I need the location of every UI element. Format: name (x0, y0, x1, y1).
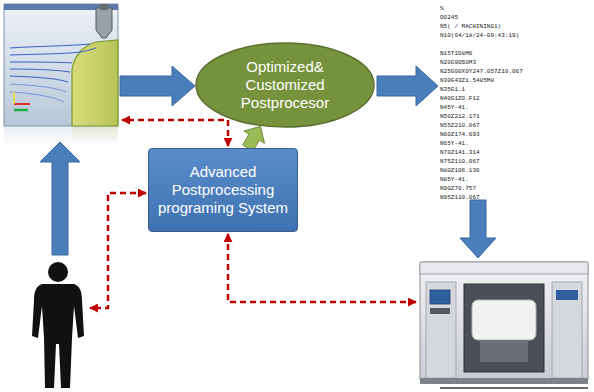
person-silhouette-part (32, 284, 84, 388)
gcode-line: N70Z141.314 (440, 148, 523, 157)
gcode-line: N40G1Z0.F12 (440, 94, 523, 103)
gcode-line: N5( / MACHINING1) (440, 22, 523, 31)
cad-illustration-part (96, 8, 112, 38)
gcode-line: O0245 (440, 13, 523, 22)
gcode-line: N55Z210.067 (440, 121, 523, 130)
gcode-line: N60Z174.693 (440, 130, 523, 139)
cad-illustration-part (10, 48, 96, 55)
feedback-link (90, 120, 416, 308)
machine-illustration-part (556, 290, 578, 300)
gcode-line: N80Z106.136 (440, 166, 523, 175)
cad-illustration-part (10, 92, 64, 102)
machine-illustration-part (430, 290, 450, 304)
gcode-line: N30G43Z1.5485M8 (440, 76, 523, 85)
cad-illustration-part (4, 4, 118, 10)
machine-illustration-part (472, 300, 536, 340)
feedback-link-part (90, 193, 146, 308)
gcode-line: N65Y-41. (440, 139, 523, 148)
gcode-line: N85Y-41. (440, 175, 523, 184)
cad-illustration-part (72, 40, 118, 126)
machine-illustration-part (552, 282, 582, 378)
flow-arrow-part (460, 200, 496, 258)
node-text: Optimized& Customized Postprocesor (229, 58, 341, 112)
gcode-line: N50Z212.171 (440, 112, 523, 121)
ellipse-shape (196, 43, 374, 127)
gcode-line: N95Z110.067 (440, 193, 523, 202)
cad-illustration (4, 4, 118, 126)
gcode-line: N35G1.1 (440, 85, 523, 94)
machine-illustration-part (420, 262, 588, 382)
gcode-line: N25G00X0Y247.057Z10.067 (440, 67, 523, 76)
cad-illustration-part (14, 103, 30, 105)
node-text: Advanced Postprocessing programing Syste… (153, 163, 293, 217)
flow-arrow-part (377, 66, 438, 106)
machine-illustration-part (440, 387, 588, 389)
feedback-link-part (228, 234, 416, 302)
machine-illustration-part (420, 262, 588, 274)
flow-arrow-part (120, 66, 195, 106)
person-silhouette-part (48, 262, 68, 282)
gcode-line: N90Z70.757 (440, 184, 523, 193)
machine-illustration-part (430, 308, 450, 314)
flow-arrow-part (40, 142, 80, 255)
cad-illustration-part (10, 84, 66, 92)
gcode-line: N20G90S0M3 (440, 58, 523, 67)
gcode-line: N45Y-41. (440, 103, 523, 112)
gcode-line: % (440, 4, 523, 13)
cad-illustration-part (100, 4, 108, 10)
text-holder: Advanced Postprocessing programing Syste… (153, 163, 293, 217)
gcode-listing: %O0245N5( / MACHINING1)N10(04/18/24-09:4… (440, 4, 523, 202)
text-holder: Optimized& Customized Postprocesor (229, 58, 341, 112)
cad-illustration-part (13, 92, 15, 104)
gcode-line: N15T1D8M6 (440, 49, 523, 58)
cad-illustration-part (14, 109, 28, 112)
cad-illustration-part (10, 69, 70, 72)
process-box: Advanced Postprocessing programing Syste… (148, 148, 298, 232)
process-ellipse: Optimized& Customized Postprocesor (195, 42, 375, 128)
machine-illustration-part (480, 340, 528, 362)
machine-illustration (420, 262, 588, 388)
machine-illustration-part (420, 378, 588, 384)
person-silhouette (32, 262, 84, 388)
cad-illustration-part (4, 4, 118, 126)
cad-illustration-part (10, 76, 68, 82)
cad-illustration-part (10, 62, 72, 63)
cad-illustration-part (10, 44, 90, 48)
gcode-line: N10(04/18/24-09:43:19) (440, 31, 523, 40)
feedback-link-part (122, 120, 228, 146)
gcode-line: N75Z110.067 (440, 157, 523, 166)
machine-illustration-part (464, 284, 544, 372)
machine-illustration-part (426, 282, 456, 378)
